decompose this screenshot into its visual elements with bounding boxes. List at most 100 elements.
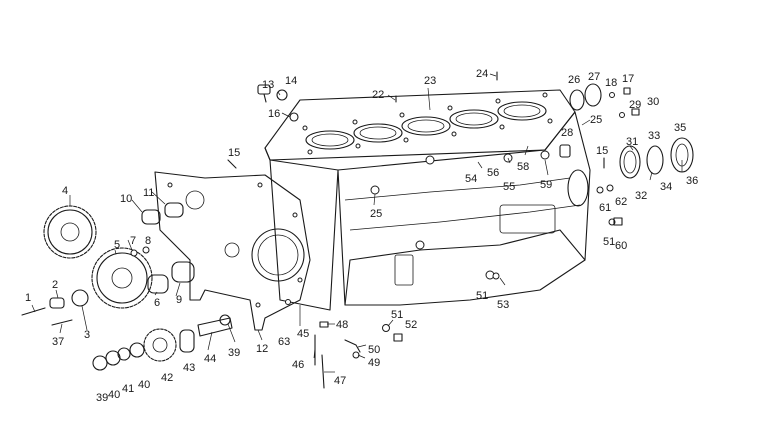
- part-label: 45: [297, 328, 309, 340]
- washer-40b: [129, 342, 145, 358]
- washer-51-mid: [492, 272, 500, 280]
- part-label: 2: [52, 279, 58, 291]
- part-label: 51: [603, 236, 615, 248]
- nut-39: [92, 355, 108, 371]
- bush-11: [164, 202, 184, 218]
- part-label: 61: [599, 202, 611, 214]
- bush-10: [141, 209, 161, 225]
- washer-62: [606, 184, 614, 192]
- part-label: 4: [62, 185, 68, 197]
- part-label: 40: [138, 379, 150, 391]
- cap-27: [584, 83, 602, 107]
- part-label: 43: [183, 362, 195, 374]
- part-label: 62: [615, 196, 627, 208]
- dowel-15-left: [227, 159, 237, 169]
- part-label: 51: [391, 309, 403, 321]
- part-label: 25: [370, 208, 382, 220]
- gear-5: [91, 247, 153, 309]
- part-label: 51: [476, 290, 488, 302]
- spacer-2: [49, 297, 65, 309]
- washer-61: [596, 186, 604, 194]
- washer-7: [130, 249, 138, 257]
- part-label: 34: [660, 181, 672, 193]
- part-label: 28: [561, 127, 573, 139]
- part-label: 18: [605, 77, 617, 89]
- part-label: 48: [336, 319, 348, 331]
- timing-cover-plate: [154, 171, 311, 331]
- washer-29: [619, 112, 625, 118]
- plug-60: [613, 217, 623, 226]
- part-label: 22: [372, 89, 384, 101]
- shaft-44: [197, 317, 233, 337]
- collar-43: [179, 329, 195, 353]
- part-label: 12: [256, 343, 268, 355]
- part-label: 37: [52, 336, 64, 348]
- part-label: 50: [368, 344, 380, 356]
- part-label: 15: [596, 145, 608, 157]
- part-label: 26: [568, 74, 580, 86]
- part-label: 16: [268, 108, 280, 120]
- screw-30: [631, 108, 640, 116]
- part-label: 52: [405, 319, 417, 331]
- washer-51-low: [382, 324, 390, 332]
- washer-18: [609, 92, 615, 98]
- part-label: 60: [615, 240, 627, 252]
- part-label: 59: [540, 179, 552, 191]
- part-label: 1: [25, 292, 31, 304]
- part-label: 54: [465, 173, 477, 185]
- bracket-50: [344, 339, 361, 353]
- part-label: 3: [84, 329, 90, 341]
- part-label: 39: [96, 392, 108, 404]
- part-label: 56: [487, 167, 499, 179]
- clip-48: [319, 321, 329, 328]
- ring-16: [289, 112, 299, 122]
- part-label: 46: [292, 359, 304, 371]
- part-label: 9: [176, 294, 182, 306]
- part-label: 14: [285, 75, 297, 87]
- part-label: 31: [626, 136, 638, 148]
- screw-37: [51, 319, 73, 326]
- part-labels: 1 2 3 4 5 6 7 8 9 10 11 12 13 14 15 15 1…: [25, 68, 698, 404]
- part-label: 5: [114, 239, 120, 251]
- seal-26: [569, 89, 585, 111]
- part-label: 44: [204, 353, 216, 365]
- part-label: 41: [122, 383, 134, 395]
- bolt-47: [321, 354, 325, 389]
- part-label: 23: [424, 75, 436, 87]
- part-label: 53: [497, 299, 509, 311]
- part-label: 36: [686, 175, 698, 187]
- plug-52: [393, 333, 403, 342]
- part-label: 42: [161, 372, 173, 384]
- engine-block: [264, 89, 591, 311]
- sleeve-6: [147, 274, 169, 294]
- gear-42: [143, 328, 177, 362]
- washer-49: [352, 351, 360, 359]
- bolt-1: [21, 307, 46, 316]
- part-label: 15: [228, 147, 240, 159]
- part-label: 63: [278, 336, 290, 348]
- washer-8: [142, 246, 150, 254]
- leader-lines: [31, 73, 683, 373]
- part-label: 24: [476, 68, 488, 80]
- washer-39b: [219, 314, 231, 326]
- part-label: 25: [590, 114, 602, 126]
- part-label: 39: [228, 347, 240, 359]
- hub-9: [171, 261, 195, 283]
- part-label: 49: [368, 357, 380, 369]
- part-label: 58: [517, 161, 529, 173]
- washer-14: [276, 89, 288, 101]
- part-label: 27: [588, 71, 600, 83]
- part-label: 47: [334, 375, 346, 387]
- part-label: 30: [647, 96, 659, 108]
- gear-4: [43, 205, 97, 259]
- pin-63: [285, 299, 291, 305]
- part-label: 13: [262, 79, 274, 91]
- part-label: 6: [154, 297, 160, 309]
- ring-33: [646, 145, 664, 175]
- part-label: 35: [674, 122, 686, 134]
- screw-17: [623, 87, 631, 95]
- part-label: 32: [635, 190, 647, 202]
- part-label: 29: [629, 99, 641, 111]
- part-label: 33: [648, 130, 660, 142]
